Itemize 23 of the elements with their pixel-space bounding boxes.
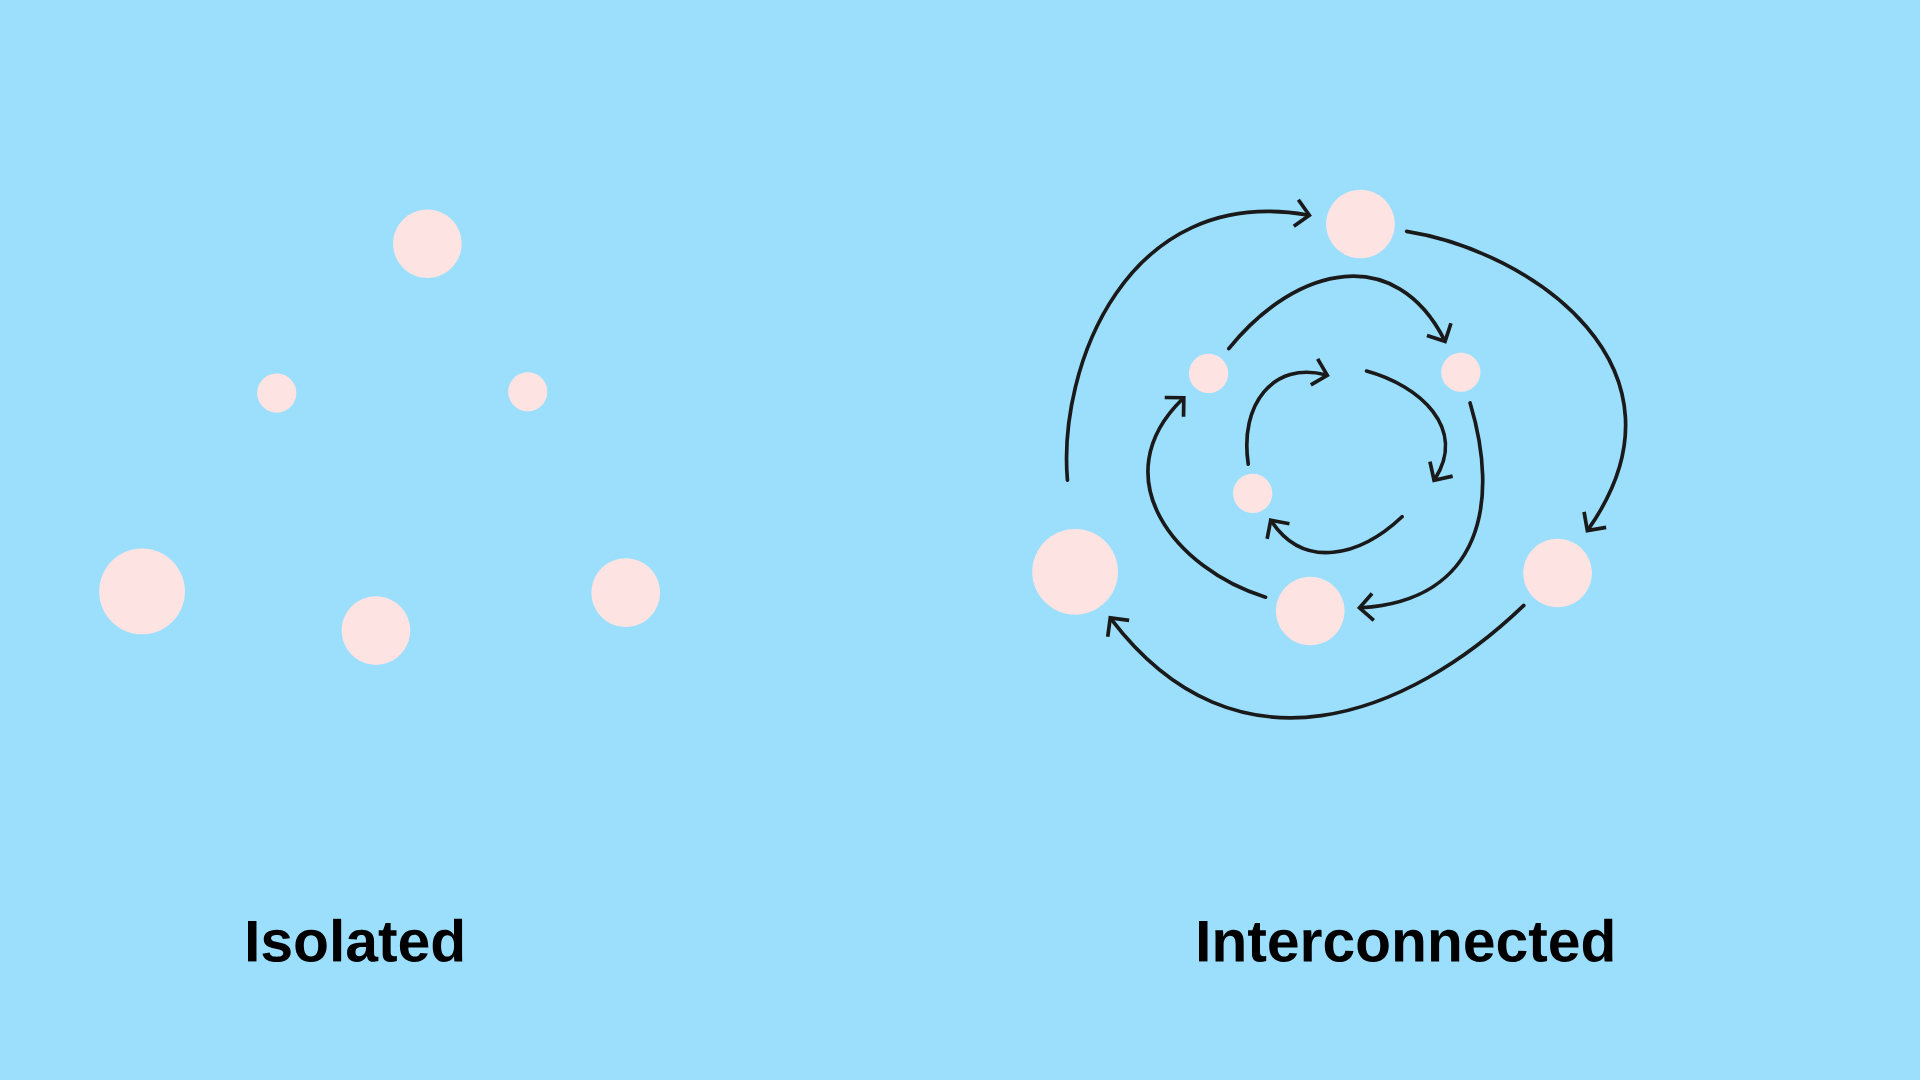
curved-arrow	[1404, 229, 1628, 533]
dot	[257, 373, 297, 413]
curved-arrow	[1245, 357, 1330, 466]
dot	[1326, 189, 1395, 259]
dot	[99, 548, 185, 635]
heading: Interconnected	[1199, 918, 1613, 962]
dot	[1523, 538, 1592, 608]
dot	[341, 596, 411, 665]
curved-arrow	[1356, 401, 1485, 622]
dot	[591, 558, 660, 627]
curved-arrow	[1064, 198, 1312, 482]
dot	[393, 209, 462, 278]
dot	[1233, 473, 1273, 514]
curved-arrow	[1226, 274, 1453, 351]
dot	[508, 372, 548, 412]
dot	[1189, 353, 1229, 394]
dot	[1441, 352, 1481, 392]
dot	[1275, 576, 1345, 646]
curved-arrow	[1265, 514, 1404, 555]
dot	[1032, 529, 1118, 615]
curved-arrow	[1105, 603, 1526, 720]
curved-arrow	[1146, 395, 1268, 600]
heading: Isolated	[248, 918, 463, 962]
